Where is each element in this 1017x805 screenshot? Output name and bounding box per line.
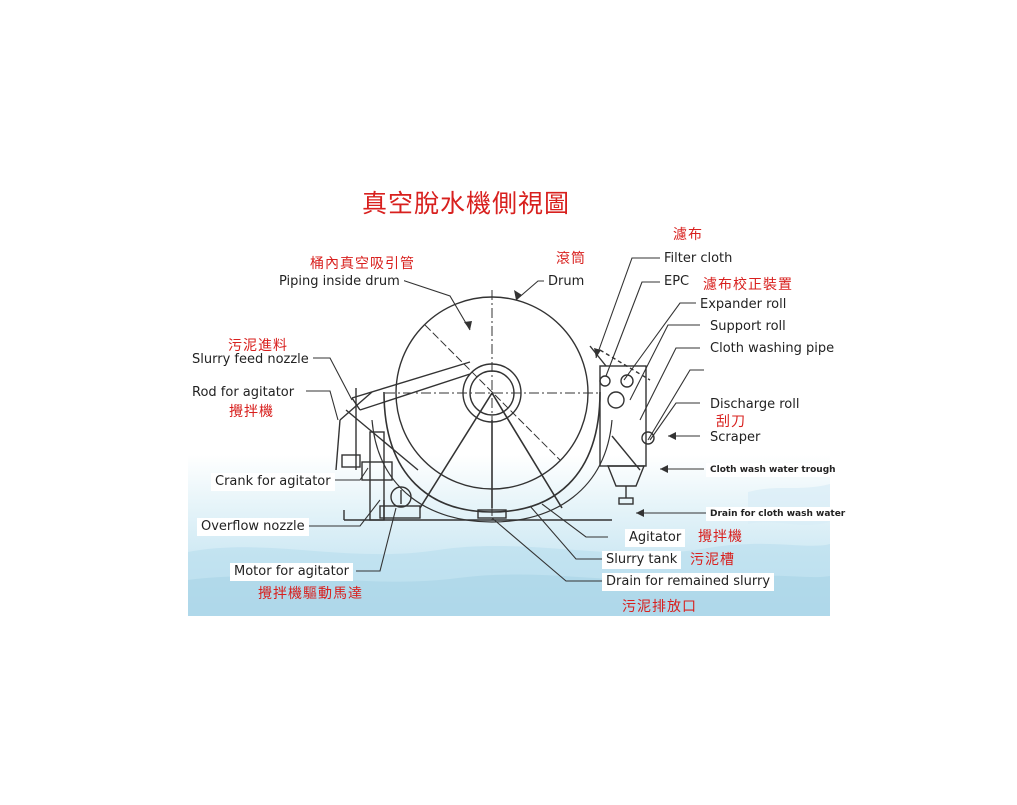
label-overflow-nozzle: Overflow nozzle — [197, 518, 309, 536]
label-cloth-washing-pipe: Cloth washing pipe — [706, 340, 839, 358]
label-drain-cloth-wash: Drain for cloth wash water — [706, 507, 850, 521]
label-agitator: Agitator — [625, 529, 686, 547]
label-drain-slurry: Drain for remained slurry — [602, 573, 775, 591]
label-drum-zh: 滾筒 — [556, 251, 586, 267]
agitator-motor — [390, 486, 412, 508]
label-motor-agitator-zh: 攪拌機驅動馬達 — [258, 586, 363, 602]
label-drum: Drum — [544, 273, 589, 291]
label-drain-slurry-zh: 污泥排放口 — [622, 599, 697, 615]
label-scraper: Scraper — [706, 429, 765, 447]
label-piping: Piping inside drum — [275, 273, 404, 291]
label-crank-agitator: Crank for agitator — [211, 473, 335, 491]
label-slurry-feed: Slurry feed nozzle — [188, 351, 313, 369]
label-slurry-tank-zh: 污泥槽 — [690, 552, 735, 568]
diagram-title: 真空脫水機側視圖 — [362, 189, 571, 218]
label-rod-agitator-zh: 攪拌機 — [229, 404, 274, 420]
label-discharge-roll: Discharge roll — [706, 396, 804, 414]
label-piping-zh: 桶內真空吸引管 — [310, 256, 415, 272]
label-filter-cloth-zh: 濾布 — [673, 227, 703, 243]
slurry-tank-shell — [383, 391, 601, 513]
label-support-roll: Support roll — [706, 318, 790, 336]
label-filter-cloth: Filter cloth — [660, 250, 737, 268]
label-cloth-wash-trough: Cloth wash water trough — [706, 463, 840, 477]
label-slurry-feed-zh: 污泥進料 — [228, 338, 288, 354]
label-expander-roll: Expander roll — [696, 296, 791, 314]
label-epc-zh: 濾布校正裝置 — [703, 277, 793, 293]
label-scraper-zh: 刮刀 — [716, 414, 746, 430]
label-motor-agitator: Motor for agitator — [230, 563, 353, 581]
label-epc: EPC — [660, 273, 694, 291]
label-agitator-zh: 攪拌機 — [698, 529, 743, 545]
label-slurry-tank: Slurry tank — [602, 551, 682, 569]
label-rod-agitator: Rod for agitator — [188, 384, 299, 402]
